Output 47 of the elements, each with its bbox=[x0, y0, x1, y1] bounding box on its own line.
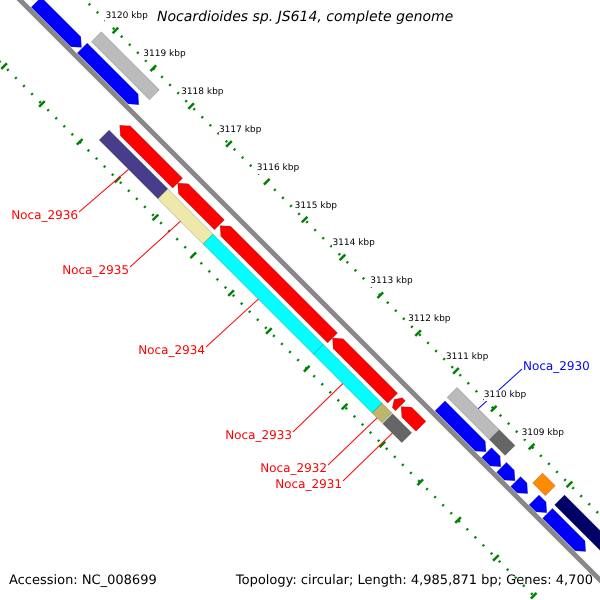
gene-block bbox=[202, 234, 324, 355]
tick-label: 3119 kbp bbox=[143, 49, 186, 60]
tick-label: 3117 kbp bbox=[218, 124, 262, 136]
gene-block bbox=[30, 0, 82, 48]
gene-block bbox=[528, 494, 548, 514]
gene-block bbox=[98, 130, 168, 200]
gene-block bbox=[332, 338, 398, 404]
leader-line bbox=[78, 168, 129, 212]
gene-block bbox=[400, 406, 426, 432]
tick-label: 3113 kbp bbox=[370, 276, 413, 288]
gene-block bbox=[76, 42, 140, 106]
tick-label: 3112 kbp bbox=[408, 314, 450, 326]
tick-label: 3116 kbp bbox=[256, 162, 300, 174]
gene-label: Noca_2932 bbox=[260, 461, 327, 475]
gene-block bbox=[510, 476, 528, 494]
tick-label: 3118 kbp bbox=[181, 87, 224, 98]
gene-block bbox=[157, 188, 214, 244]
gene-label: Noca_2934 bbox=[138, 343, 205, 357]
tick-label: 3109 kbp bbox=[522, 428, 564, 439]
gene-block bbox=[489, 429, 516, 456]
gene-block bbox=[532, 472, 556, 496]
gene-block bbox=[382, 413, 412, 444]
leader-line bbox=[328, 417, 378, 466]
gene-block bbox=[496, 462, 516, 482]
tick-label: 3115 kbp bbox=[294, 200, 338, 212]
tick-label: 3110 kbp bbox=[484, 390, 526, 401]
leader-line bbox=[130, 220, 181, 268]
footer-text: Topology: circular; Length: 4,985,871 bp; Genes: 4,700 bbox=[236, 573, 593, 588]
gene-block bbox=[119, 124, 184, 189]
gene-label: Noca_2935 bbox=[62, 263, 129, 277]
gene-label: Noca_2933 bbox=[225, 428, 292, 442]
footer-text: Accession: NC_008699 bbox=[9, 573, 157, 588]
gene-block bbox=[434, 400, 486, 452]
leader-line bbox=[292, 383, 344, 432]
gene-label: Noca_2930 bbox=[523, 359, 590, 373]
gene-label: Noca_2931 bbox=[275, 477, 342, 491]
leader-line bbox=[342, 432, 393, 482]
leader-line bbox=[206, 298, 259, 348]
gene-label: Noca_2936 bbox=[11, 208, 78, 222]
diagram-title: Nocardioides sp. JS614, complete genome bbox=[157, 9, 454, 25]
tick-label: 3111 kbp bbox=[446, 352, 488, 363]
tick-label: 3114 kbp bbox=[332, 238, 375, 250]
gene-block bbox=[177, 182, 225, 230]
gene-block bbox=[481, 447, 502, 468]
gene-block bbox=[312, 344, 382, 414]
tick-label: 3120 kbp bbox=[105, 11, 148, 22]
gene-block bbox=[542, 508, 586, 552]
